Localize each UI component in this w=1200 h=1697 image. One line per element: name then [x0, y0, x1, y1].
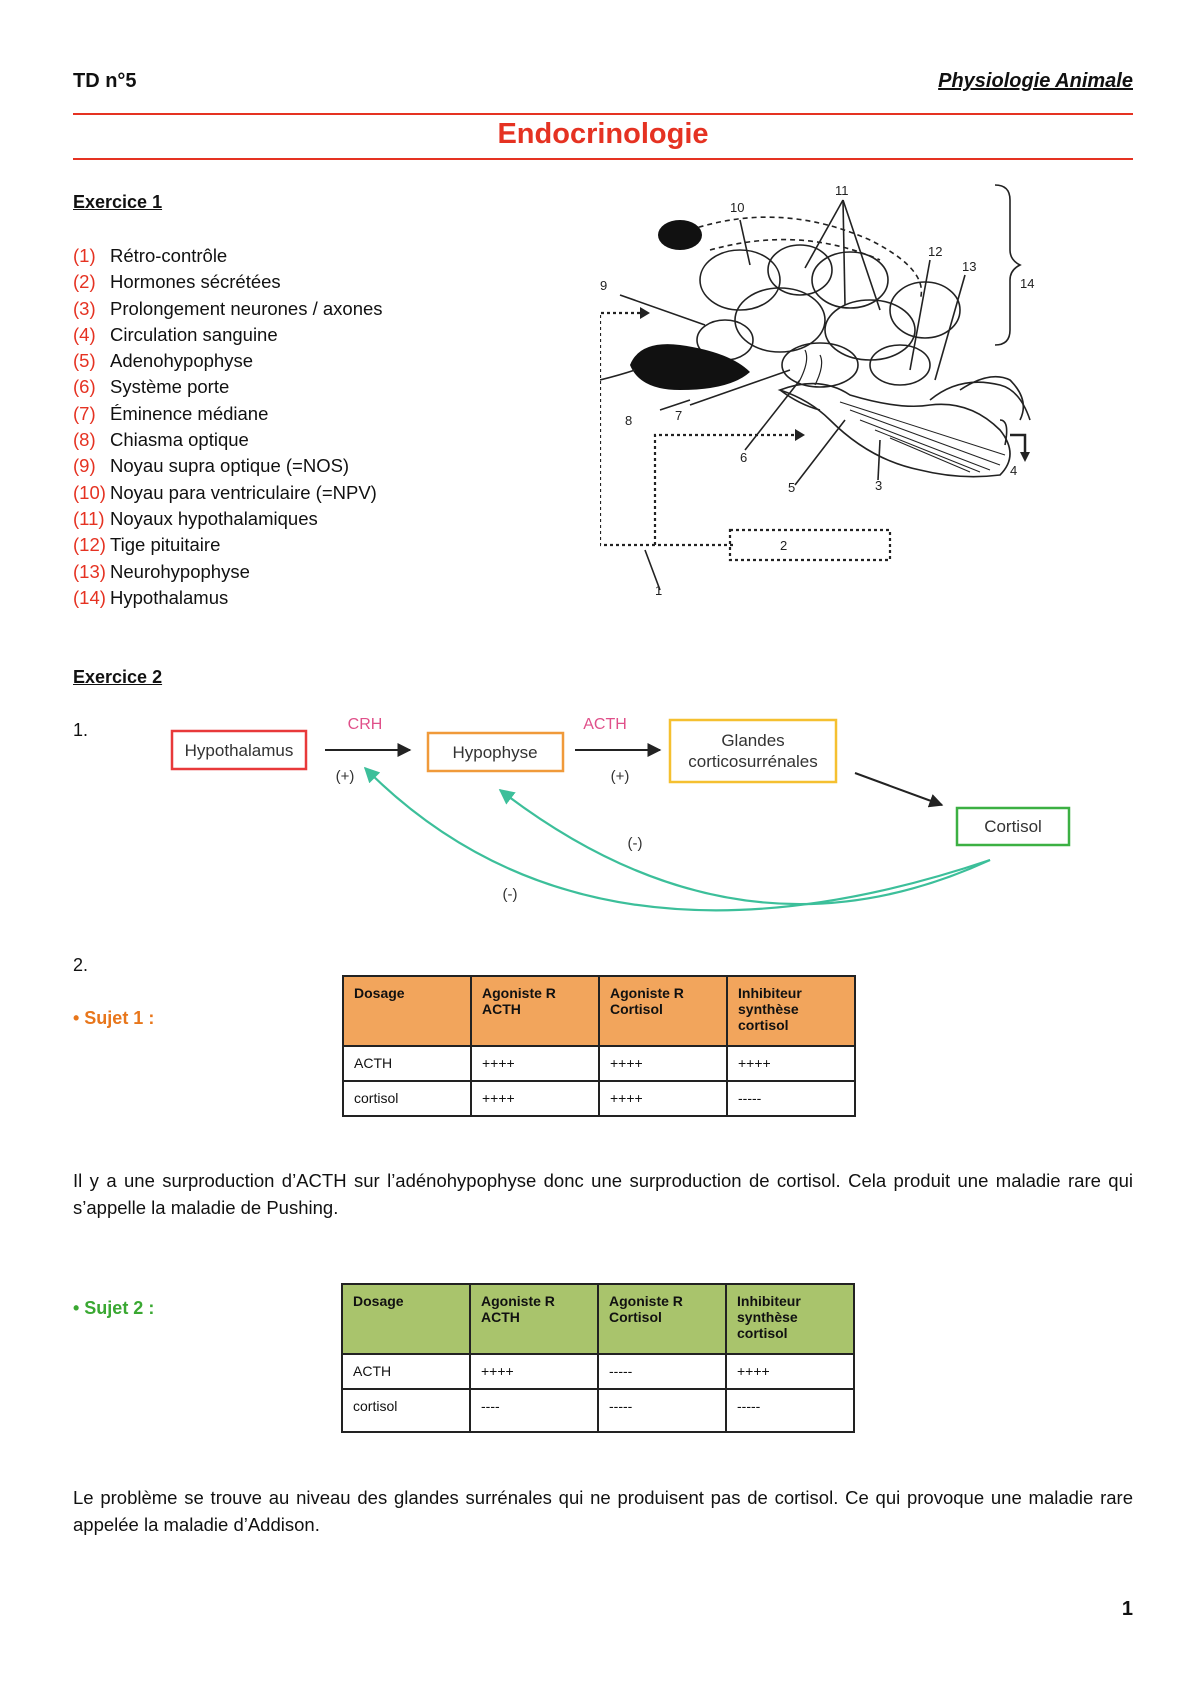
table-cell: ++++: [598, 1045, 728, 1082]
exercise-2-title: Exercice 2: [73, 667, 163, 687]
table-cell: -----: [597, 1353, 727, 1390]
figure-label: 2: [780, 538, 787, 553]
table-cell: -----: [725, 1388, 855, 1433]
table-row: cortisol ---- ----- -----: [341, 1388, 855, 1433]
figure-label: 11: [835, 183, 849, 198]
question-2-number: 2.: [73, 955, 89, 975]
acth-label: ACTH: [583, 716, 627, 733]
list-item: (2)Hormones sécrétées: [73, 271, 281, 293]
top-rule: [73, 113, 1133, 115]
hpa-axis-diagram: Hypothalamus Hypophyse Glandes corticosu…: [170, 716, 1071, 912]
list-item: (4)Circulation sanguine: [73, 323, 278, 345]
hypophyse-label: Hypophyse: [452, 743, 537, 762]
table-cell: cortisol: [341, 1388, 471, 1433]
list-item: (1)Rétro-contrôle: [73, 245, 228, 266]
list-item: (12)Tige pituitaire: [73, 534, 221, 556]
positive-sign: (+): [611, 768, 630, 785]
figure-label: 3: [875, 478, 882, 493]
page-title: Endocrinologie: [497, 118, 709, 150]
exercise-1-title: Exercice 1: [73, 192, 163, 212]
table-cell: ++++: [469, 1353, 599, 1390]
hypophyse-box: [426, 731, 565, 773]
glandes-label-line2: corticosurrénales: [688, 752, 817, 771]
glandes-label-line1: Glandes: [721, 731, 784, 750]
doc-code: TD n°5: [73, 70, 137, 92]
list-item: (5)Adenohypophyse: [73, 350, 253, 372]
table-cell: cortisol: [342, 1080, 472, 1117]
table-header: Dosage: [341, 1283, 471, 1355]
figure-label: 1: [655, 583, 662, 598]
table-cell: ++++: [470, 1080, 600, 1117]
figure-label: 13: [962, 259, 976, 274]
table-cell: ----: [469, 1388, 599, 1433]
subject-2-label: • Sujet 2 :: [73, 1298, 155, 1318]
figure-label: 8: [625, 413, 632, 428]
table-cell: ++++: [726, 1045, 856, 1082]
figure-label: 12: [928, 244, 942, 259]
table-row: ACTH ++++ ++++ ++++: [342, 1045, 856, 1082]
figure-label: 6: [740, 450, 747, 465]
exercise-1-list: (1)Rétro-contrôle (2)Hormones sécrétées …: [73, 243, 383, 611]
figure-label: 10: [730, 200, 744, 215]
subject-1-label: • Sujet 1 :: [73, 1008, 155, 1028]
list-item: (14)Hypothalamus: [73, 586, 229, 608]
table-cell: ++++: [470, 1045, 600, 1082]
negative-sign: (-): [628, 835, 643, 852]
list-item: (8)Chiasma optique: [73, 429, 249, 451]
page-number: 1: [1121, 1598, 1133, 1620]
table-cell: ++++: [598, 1080, 728, 1117]
list-item: (3)Prolongement neurones / axones: [73, 297, 383, 319]
figure-label: 4: [1010, 463, 1017, 478]
list-item: (7)Éminence médiane: [73, 402, 269, 424]
table-cell: ++++: [725, 1353, 855, 1390]
table-row: ACTH ++++ ----- ++++: [341, 1353, 855, 1390]
list-item: (11)Noyaux hypothalamiques: [73, 507, 318, 529]
glandes-box: [668, 718, 838, 784]
course-name: Physiologie Animale: [938, 70, 1133, 92]
table-header: Dosage: [342, 975, 472, 1047]
hypothalamus-pituitary-figure: 1 2 3 4 5 6 7 8 9 10 11 12 13 14: [600, 183, 1034, 598]
cortisol-box: [955, 806, 1071, 847]
table-cell: ACTH: [342, 1045, 472, 1082]
list-item: (13)Neurohypophyse: [73, 560, 250, 582]
title-rule: [73, 158, 1133, 160]
figure-label: 7: [675, 408, 682, 423]
figure-label: 9: [600, 278, 607, 293]
table-cell: -----: [726, 1080, 856, 1117]
table-cell: ACTH: [341, 1353, 471, 1390]
table-row: cortisol ++++ ++++ -----: [342, 1080, 856, 1117]
figure-label: 14: [1020, 276, 1034, 291]
hypothalamus-box: [170, 729, 308, 771]
crh-label: CRH: [348, 716, 383, 733]
cortisol-label: Cortisol: [984, 817, 1042, 836]
figure-label: 5: [788, 480, 795, 495]
list-item: (9)Noyau supra optique (=NOS): [73, 455, 350, 477]
list-item: (10)Noyau para ventriculaire (=NPV): [73, 481, 377, 503]
negative-sign: (-): [503, 886, 518, 903]
question-1-number: 1.: [73, 720, 89, 740]
positive-sign: (+): [336, 768, 355, 785]
table-cell: -----: [597, 1388, 727, 1433]
hypothalamus-label: Hypothalamus: [185, 741, 294, 760]
subject-2-explanation: Le problème se trouve au niveau des glan…: [73, 1487, 1133, 1535]
list-item: (6)Système porte: [73, 376, 230, 398]
subject-1-explanation: Il y a une surproduction d’ACTH sur l’ad…: [73, 1170, 1133, 1218]
